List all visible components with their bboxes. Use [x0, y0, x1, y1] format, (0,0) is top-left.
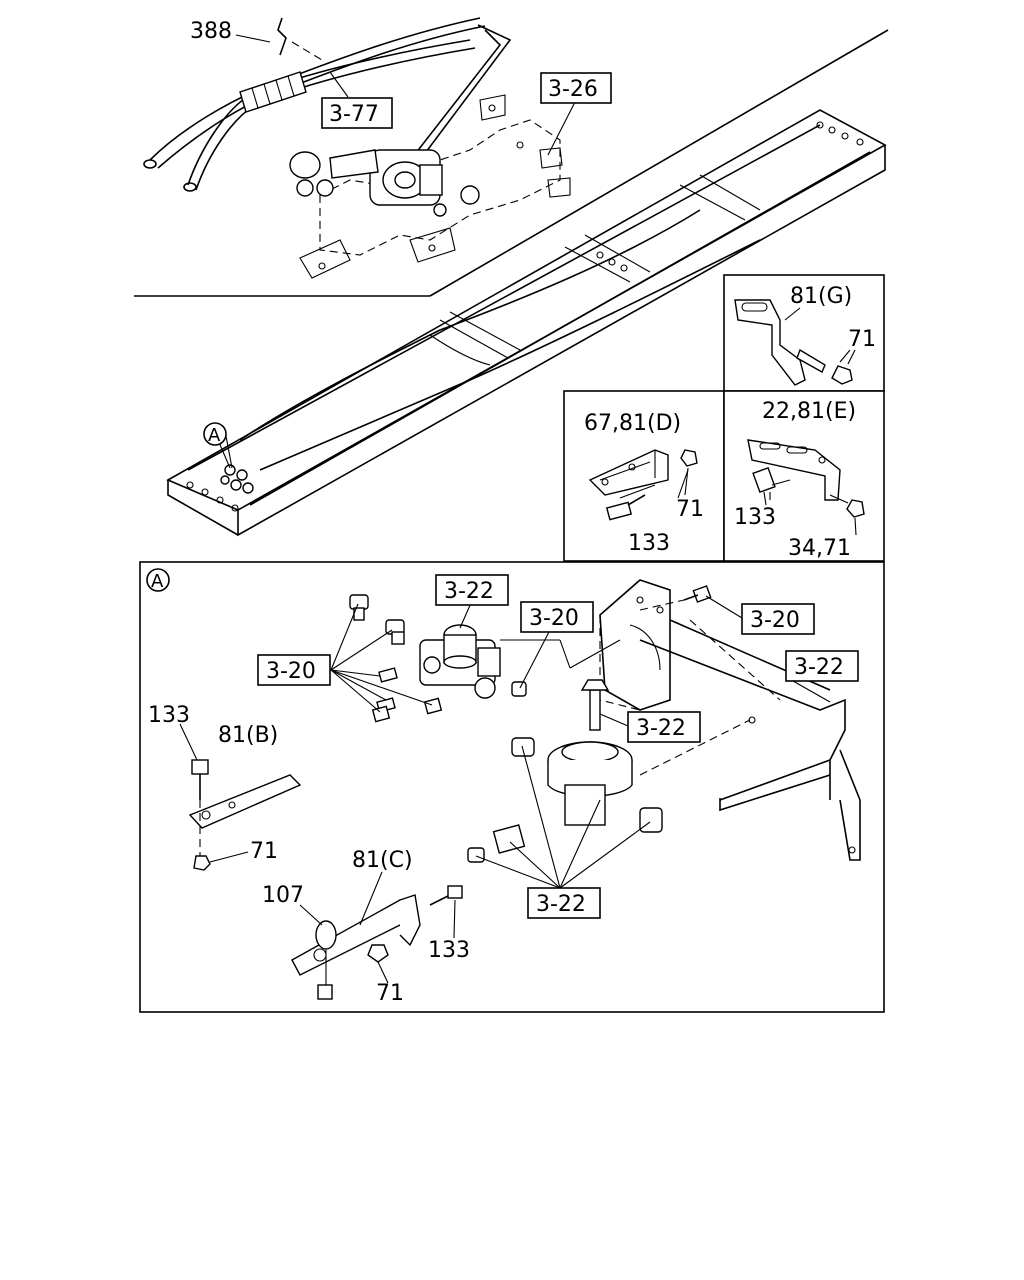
inset-81e	[723, 390, 885, 562]
callout-81c: 81(C)	[352, 848, 413, 873]
callout-3-22-c: 3-22	[636, 716, 686, 741]
callout-67-81d: 67,81(D)	[584, 411, 681, 436]
callout-133-b: 133	[148, 703, 190, 728]
callout-388: 388	[190, 19, 232, 44]
detail-a-drawing	[188, 579, 861, 1000]
inset-81g	[723, 274, 885, 392]
detail-marker-a-circle	[146, 568, 170, 592]
view-marker-a: A	[208, 425, 221, 446]
view-marker-a-circle	[203, 422, 227, 446]
callout-3-20-b: 3-20	[266, 659, 316, 684]
callout-3-22-a: 3-22	[444, 579, 494, 604]
callout-71-b: 71	[250, 839, 278, 864]
leader-lines	[179, 34, 857, 984]
callout-3-22-b: 3-22	[794, 655, 844, 680]
callout-81b: 81(B)	[218, 723, 278, 748]
callout-3-20-c: 3-20	[750, 608, 800, 633]
callout-3-22-d: 3-22	[536, 892, 586, 917]
callout-box-3-20-b	[257, 654, 331, 686]
detail-marker-a: A	[151, 571, 164, 592]
callout-box-3-22-c	[627, 711, 701, 743]
callout-3-26: 3-26	[548, 77, 598, 102]
callout-107: 107	[262, 883, 304, 908]
inset-81d	[563, 390, 725, 562]
callout-133-c: 133	[428, 938, 470, 963]
callout-71-d: 71	[676, 497, 704, 522]
callout-71-g: 71	[848, 327, 876, 352]
callout-22-81e: 22,81(E)	[762, 399, 856, 424]
callout-133-e: 133	[734, 505, 776, 530]
chassis-frame-drawing	[166, 29, 889, 537]
callout-3-77: 3-77	[329, 102, 379, 127]
callout-box-3-22-b	[785, 650, 859, 682]
callout-box-3-26	[540, 72, 612, 104]
callout-box-3-77	[321, 97, 393, 129]
callout-box-3-22-a	[435, 574, 509, 606]
callout-71-c: 71	[376, 981, 404, 1006]
callout-box-3-20-a	[520, 601, 594, 633]
callout-34-71: 34,71	[788, 536, 851, 561]
callout-box-3-22-d	[527, 887, 601, 919]
hose-assembly-drawing	[143, 17, 571, 279]
callout-3-20-a: 3-20	[529, 606, 579, 631]
callout-133-d: 133	[628, 531, 670, 556]
callout-81g: 81(G)	[790, 284, 852, 309]
callout-box-3-20-c	[741, 603, 815, 635]
